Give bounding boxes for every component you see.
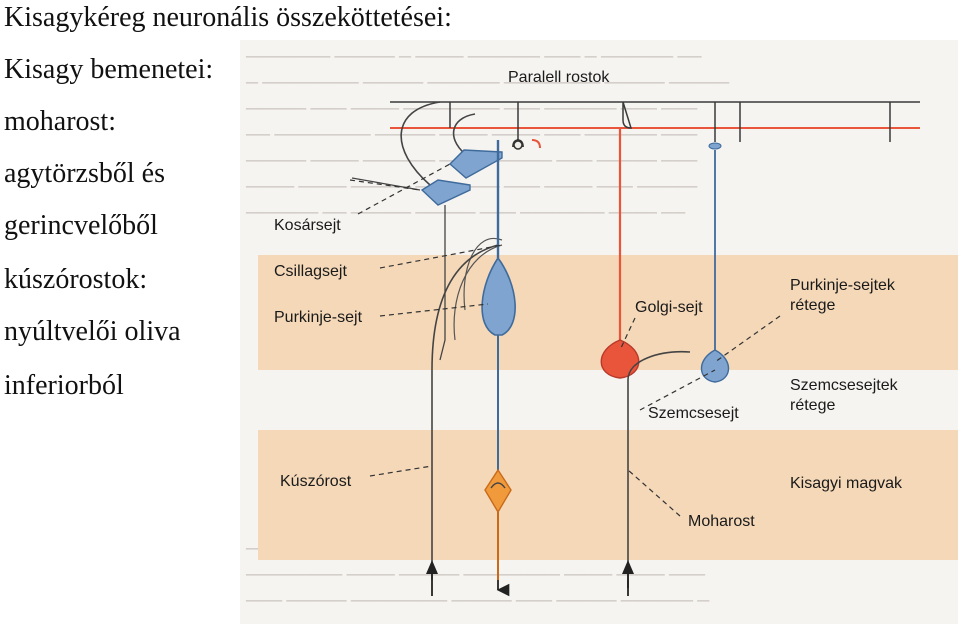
svg-text:────── ── ───── ───── ─── ────: ────── ── ───── ───── ─── ─────── ──── ─… xyxy=(245,203,686,222)
text-line: Kisagy bemenetei: xyxy=(4,54,214,85)
svg-text:─── ───── ──────── ───── ─── ─: ─── ───── ──────── ───── ─── ───── ─────… xyxy=(245,591,710,610)
label-purkinje-layer-2: rétege xyxy=(790,297,835,314)
input-arrows xyxy=(426,560,634,596)
slide-title: Kisagykéreg neuronális összeköttetései: xyxy=(4,2,452,33)
text-line: gerincvelőből xyxy=(4,210,158,241)
label-cerebellar-nuclei: Kisagyi magvak xyxy=(790,475,903,492)
label-basket-cell: Kosársejt xyxy=(274,217,341,234)
nuclei-layer-band xyxy=(258,430,958,560)
synaptic-terminals xyxy=(512,139,722,150)
svg-text:──────── ──── ───── ──────── ─: ──────── ──── ───── ──────── ──── ──── ─… xyxy=(245,565,706,584)
purkinje-cell xyxy=(481,140,516,597)
svg-text:─ ──────── ───── ────── ──────: ─ ──────── ───── ────── ──────── ───── ─… xyxy=(245,73,730,92)
text-line: kúszórostok: xyxy=(4,264,148,295)
text-line: moharost: xyxy=(4,106,116,137)
label-purkinje-cell: Purkinje-sejt xyxy=(274,309,363,326)
label-climbing-fiber: Kúszórost xyxy=(280,473,352,490)
label-golgi-cell: Golgi-sejt xyxy=(635,299,703,316)
fiber-loops xyxy=(400,101,503,580)
label-mossy-fiber: Moharost xyxy=(688,513,755,530)
svg-text:── ──────── ───── ──── ──── ──: ── ──────── ───── ──── ──── ─── ────── ─… xyxy=(245,125,698,144)
label-leaders xyxy=(349,163,781,517)
label-parallel-fibers: Paralell rostok xyxy=(508,69,610,86)
svg-text:──── ──── ───── ─────── ─── ──: ──── ──── ───── ─────── ─── ──── ─── ───… xyxy=(245,177,698,196)
label-granular-layer-2: rétege xyxy=(790,397,835,414)
label-granule-cell: Szemcsesejt xyxy=(648,405,739,422)
label-granular-layer-1: Szemcsesejtek xyxy=(790,377,899,394)
text-line: agytörzsből és xyxy=(4,158,165,189)
svg-text:───── ─── ──── ──────── ─── ──: ───── ─── ──── ──────── ─── ────── ─── ─… xyxy=(245,99,698,118)
diagram-labels: Paralell rostok Kosársejt Csillagsejt Pu… xyxy=(274,69,903,530)
text-line: inferiorból xyxy=(4,370,124,401)
golgi-cell xyxy=(600,128,640,379)
basket-cell xyxy=(351,177,471,206)
granule-cell xyxy=(700,150,730,383)
label-purkinje-layer-1: Purkinje-sejtek xyxy=(790,277,896,294)
parallel-fibers xyxy=(390,101,920,142)
text-line: nyúltvelői oliva xyxy=(4,316,181,347)
svg-text:─────── ───── ─ ──── ────── ──: ─────── ───── ─ ──── ────── ─── ─ ──────… xyxy=(245,47,703,66)
cerebellar-circuit-diagram: ─────── ───── ─ ──── ────── ─── ─ ──────… xyxy=(240,40,958,624)
stellate-cell xyxy=(448,149,503,179)
label-stellate-cell: Csillagsejt xyxy=(274,263,347,280)
